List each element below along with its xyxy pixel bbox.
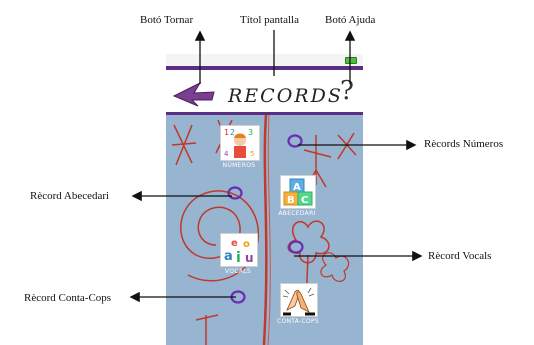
header-top-bar (166, 66, 363, 70)
back-arrow-icon[interactable] (172, 81, 216, 107)
label-back-button: Botó Tornar (140, 14, 194, 26)
svg-text:5: 5 (250, 150, 254, 158)
clapping-hands-icon (280, 283, 318, 317)
label-counting-record: Rècord Conta-Cops (24, 292, 112, 304)
svg-text:4: 4 (224, 150, 229, 158)
label-vowels-record: Rècord Vocals (428, 250, 492, 262)
alphabet-record-marker[interactable] (227, 186, 243, 200)
numbers-tile-image: 1 2 3 4 5 (220, 125, 260, 161)
label-numbers-record: Rècords Números (424, 138, 504, 150)
help-icon[interactable]: ? (340, 76, 354, 106)
block-letter-b: B (287, 195, 295, 206)
vowel-u: u (245, 251, 254, 265)
numbers-tile-label: NÚMEROS (222, 162, 256, 169)
battery-icon (345, 57, 357, 64)
counting-tile-label: CONTA-COPS (276, 318, 320, 325)
page-title: RECORDS (228, 85, 343, 107)
alphabet-tile-label: ABECEDARI (278, 210, 316, 217)
crayon-background (166, 115, 363, 345)
counting-record-marker[interactable] (230, 290, 246, 304)
status-bar (166, 54, 363, 66)
svg-text:2: 2 (230, 128, 235, 137)
vowels-letters-icon: a e i o u (220, 233, 258, 267)
alphabet-blocks-icon: A B C (280, 175, 316, 209)
label-alphabet-record: Rècord Abecedari (30, 190, 110, 202)
block-letter-a: A (293, 182, 301, 193)
records-menu: 1 2 3 4 5 NÚMEROS A B C ABECEDAR (166, 115, 363, 345)
vowel-o: o (243, 239, 250, 250)
phone-screen: RECORDS ? 1 2 3 (166, 54, 363, 345)
block-letter-c: C (301, 195, 308, 206)
header-bottom-bar (166, 112, 363, 115)
vowels-tile-label: VOCALS (225, 268, 251, 275)
vowel-a: a (224, 249, 233, 264)
vowel-i: i (236, 250, 241, 266)
label-help-button: Botó Ajuda (325, 14, 376, 26)
svg-text:1: 1 (224, 128, 229, 137)
app-header: RECORDS ? (166, 70, 363, 112)
label-screen-title: Títol pantalla (240, 14, 299, 26)
numbers-record-marker[interactable] (287, 134, 303, 148)
svg-text:3: 3 (248, 128, 253, 137)
vowels-record-marker[interactable] (288, 240, 304, 254)
vowel-e: e (231, 238, 238, 249)
